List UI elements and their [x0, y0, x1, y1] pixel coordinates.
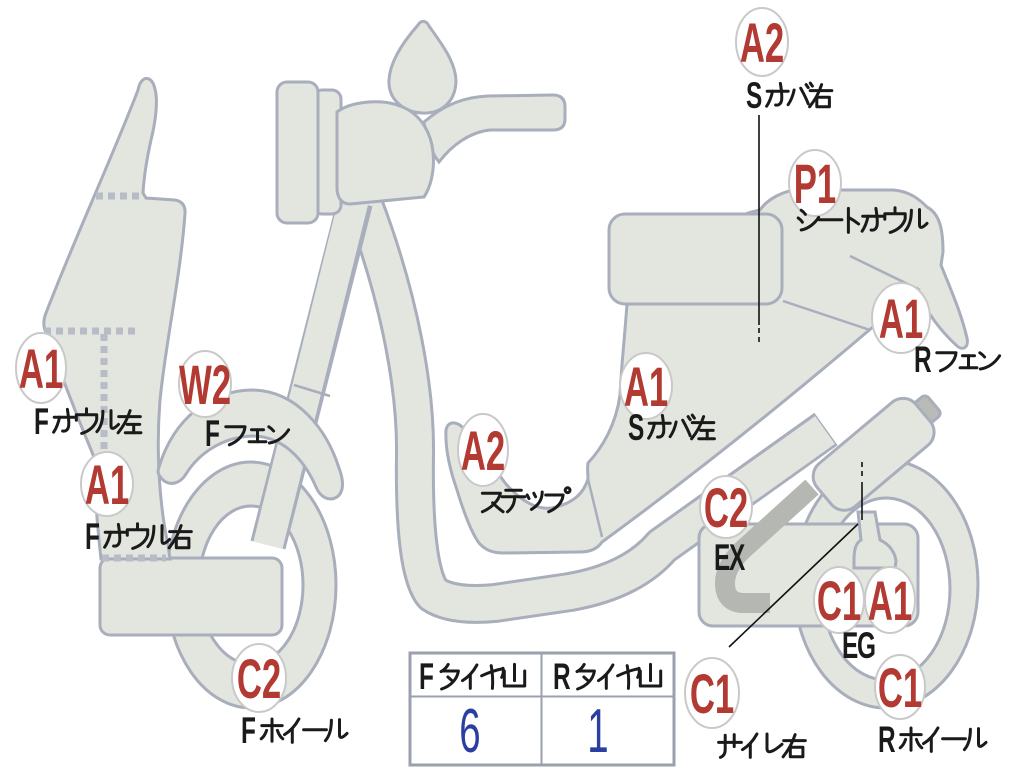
svg-text:R: R [914, 339, 932, 380]
svg-text:R: R [553, 656, 571, 697]
svg-text:C1: C1 [690, 663, 734, 726]
svg-text:C2: C2 [704, 477, 748, 540]
svg-text:A2: A2 [740, 12, 784, 75]
svg-text:X: X [729, 537, 745, 578]
svg-text:E: E [714, 537, 730, 578]
svg-text:E: E [842, 625, 858, 666]
svg-text:A2: A2 [461, 420, 505, 483]
svg-text:A1: A1 [19, 338, 63, 401]
svg-text:A1: A1 [868, 570, 912, 633]
svg-text:C1: C1 [817, 570, 861, 633]
svg-text:A1: A1 [85, 454, 129, 517]
svg-text:F: F [241, 710, 256, 751]
svg-text:P1: P1 [794, 153, 836, 216]
svg-text:F: F [34, 401, 49, 442]
svg-text:S: S [746, 75, 762, 116]
svg-text:1: 1 [587, 696, 608, 766]
svg-text:F: F [419, 656, 434, 697]
svg-text:F: F [205, 413, 220, 454]
svg-text:W2: W2 [179, 354, 231, 417]
svg-text:A1: A1 [624, 356, 668, 419]
svg-text:F: F [85, 516, 100, 557]
svg-text:S: S [628, 407, 644, 448]
svg-text:C2: C2 [237, 648, 281, 711]
svg-text:G: G [857, 625, 876, 666]
svg-text:C1: C1 [878, 657, 922, 720]
svg-text:6: 6 [459, 696, 480, 766]
svg-text:A1: A1 [879, 288, 923, 351]
svg-text:R: R [878, 719, 896, 760]
